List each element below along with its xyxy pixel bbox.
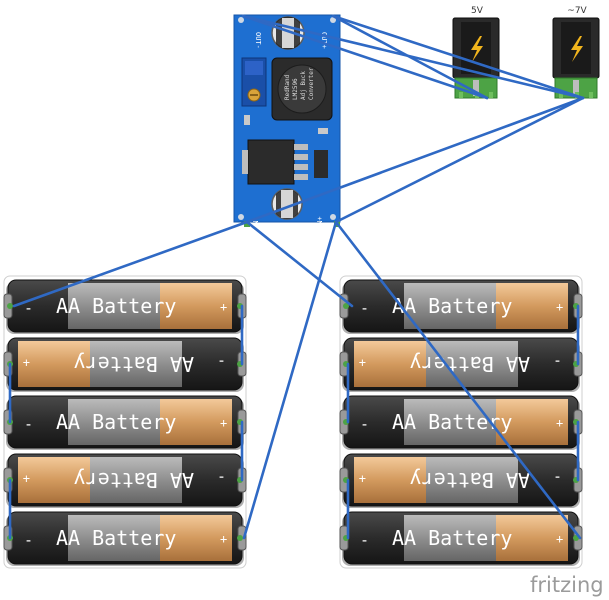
smd-part <box>318 128 328 134</box>
input-capacitor <box>271 188 303 220</box>
aa-battery: - AA Battery + <box>339 337 583 392</box>
aa-battery: - AA Battery + <box>339 279 583 334</box>
battery-plus-sign: + <box>359 356 366 370</box>
fritzing-watermark: fritzing <box>530 573 604 597</box>
battery-label: AA Battery <box>392 526 512 550</box>
wire <box>245 220 354 308</box>
aa-battery: - AA Battery + <box>3 453 247 508</box>
battery-plus-sign: + <box>23 356 30 370</box>
aa-battery: - AA Battery + <box>3 511 247 566</box>
aa-battery: - AA Battery + <box>339 453 583 508</box>
battery-minus-sign: - <box>360 415 369 433</box>
pad-out-minus <box>238 17 244 23</box>
aa-battery: - AA Battery + <box>339 395 583 450</box>
battery-minus-sign: - <box>360 299 369 317</box>
pin-label-in-minus: IN- <box>252 216 260 229</box>
battery-label: AA Battery <box>392 294 512 318</box>
pin-label-in-plus: IN+ <box>316 216 324 229</box>
diode <box>314 150 328 178</box>
wire <box>334 96 585 224</box>
battery-plus-sign: + <box>556 300 563 314</box>
pin-label-out-plus: OUT+ <box>320 32 328 49</box>
battery-minus-sign: - <box>24 299 33 317</box>
battery-label: AA Battery <box>56 526 176 550</box>
inductor <box>271 57 333 121</box>
battery-minus-sign: - <box>553 469 562 487</box>
battery-plus-sign: + <box>220 300 227 314</box>
chip-label: RedRand LM2596 Adj Buck Converter <box>284 67 315 100</box>
battery-minus-sign: - <box>360 531 369 549</box>
battery-plus-sign: + <box>556 416 563 430</box>
smd-part <box>244 115 250 125</box>
wire <box>242 220 338 540</box>
pin-in-minus <box>244 221 250 227</box>
battery-plus-sign: + <box>220 532 227 546</box>
battery-packs: - AA Battery + - AA Battery + - AA Battery + - AA … <box>3 275 583 569</box>
battery-label: AA Battery <box>410 468 530 492</box>
svg-text:LM2596: LM2596 <box>292 78 299 100</box>
battery-minus-sign: - <box>553 353 562 371</box>
output-capacitor <box>271 16 305 50</box>
battery-label: AA Battery <box>56 294 176 318</box>
pin-label-out-minus: OUT- <box>254 32 262 49</box>
wire <box>12 220 249 308</box>
battery-plus-sign: + <box>359 472 366 486</box>
pad-in-plus <box>330 214 336 220</box>
wires <box>8 14 585 540</box>
aa-battery: - AA Battery + <box>3 337 247 392</box>
battery-label: AA Battery <box>56 410 176 434</box>
pad-out-plus <box>330 17 336 23</box>
pad-in-minus <box>238 214 244 220</box>
battery-label: AA Battery <box>74 352 194 376</box>
lightning-icon <box>571 36 583 62</box>
lightning-icon <box>471 36 483 62</box>
aa-battery: - AA Battery + <box>3 395 247 450</box>
potentiometer <box>241 57 267 107</box>
battery-label: AA Battery <box>74 468 194 492</box>
svg-text:RedRand: RedRand <box>284 74 291 100</box>
wire <box>245 96 585 224</box>
battery-plus-sign: + <box>23 472 30 486</box>
svg-text:Adj Buck: Adj Buck <box>300 71 307 100</box>
battery-label: AA Battery <box>410 352 530 376</box>
battery-plus-sign: + <box>556 532 563 546</box>
battery-minus-sign: - <box>24 415 33 433</box>
battery-minus-sign: - <box>217 353 226 371</box>
battery-plus-sign: + <box>220 416 227 430</box>
buck-converter-module: OUT- OUT+ RedRand LM <box>233 14 341 229</box>
battery-minus-sign: - <box>24 531 33 549</box>
aa-battery: - AA Battery + <box>3 279 247 334</box>
battery-minus-sign: - <box>217 469 226 487</box>
wire <box>334 220 582 540</box>
wire <box>241 14 489 100</box>
regulator-ic <box>242 139 308 185</box>
left-battery-pack: - AA Battery + - AA Battery + - AA Battery + - AA … <box>3 275 247 569</box>
wire <box>331 14 585 100</box>
wire <box>241 14 585 100</box>
right-battery-pack: - AA Battery + - AA Battery + - AA Battery + - AA … <box>339 275 583 569</box>
aa-battery: - AA Battery + <box>339 511 583 566</box>
dc-jacks: 5V ~7V <box>452 6 600 99</box>
battery-label: AA Battery <box>392 410 512 434</box>
dc-jack: ~7V <box>552 6 600 99</box>
dc-jack-label: 5V <box>471 6 484 16</box>
svg-text:Converter: Converter <box>308 67 315 100</box>
dc-jack-label: ~7V <box>567 6 587 16</box>
